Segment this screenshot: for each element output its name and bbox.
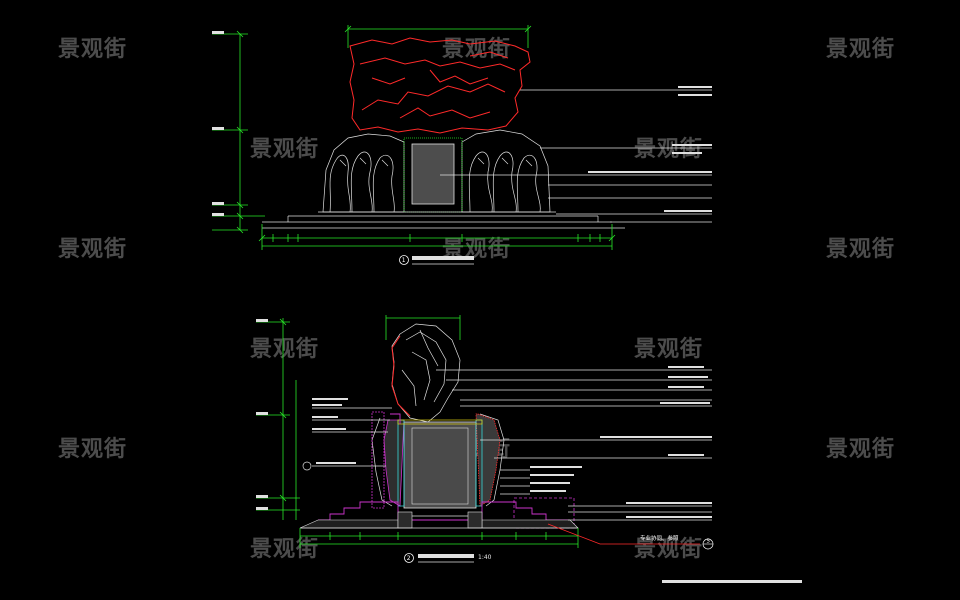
watermark: 景观街 [634, 536, 703, 562]
section-vertical-dimensions [256, 318, 300, 520]
watermark: 景观街 [58, 436, 127, 462]
top-width-dimension [344, 25, 532, 48]
view2-title: 2 1:40 [404, 553, 492, 563]
callout-label: 专业协同、参照 [640, 534, 679, 542]
section-view: 专业协同、参照 5 2 1:40 [256, 315, 802, 583]
view2-title-number: 2 [407, 555, 411, 562]
view1-title-number: 1 [402, 257, 406, 264]
watermark: 景观街 [634, 336, 703, 362]
section-body [371, 411, 505, 509]
watermark: 景观街 [250, 136, 319, 162]
watermark: 景观街 [634, 136, 703, 162]
view1-title: 1 [399, 255, 474, 265]
watermark: 景观街 [250, 536, 319, 562]
callout-number: 5 [707, 538, 711, 544]
section-top-dimension [385, 315, 461, 340]
view2-scale: 1:40 [478, 554, 492, 561]
carved-base-and-panel [322, 129, 551, 213]
general-note [662, 580, 802, 583]
section-bottom-dimensions [299, 528, 579, 548]
watermark: 景观街 [58, 36, 127, 62]
front-elevation-view: 1 [212, 25, 712, 265]
watermark: 景观街 [826, 236, 895, 262]
rock-sculpture [349, 37, 531, 134]
section-rock [391, 323, 461, 423]
vertical-dimension-chain [212, 30, 265, 234]
watermark-layer: 景观街 景观街 景观街 景观街 景观街 景观街 景观街 景观街 景观街 景观街 … [58, 36, 895, 562]
watermark: 景观街 [826, 36, 895, 62]
section-callout: 专业协同、参照 5 [547, 523, 714, 550]
section-right-leaders [436, 366, 712, 521]
watermark: 景观街 [826, 436, 895, 462]
watermark: 景观街 [250, 336, 319, 362]
section-left-leaders [302, 398, 392, 471]
bottom-dimension-chain [258, 224, 616, 250]
plinth-steps [262, 211, 625, 229]
section-ground-profile [299, 497, 579, 529]
watermark: 景观街 [58, 236, 127, 262]
right-leader-lines [440, 86, 712, 223]
